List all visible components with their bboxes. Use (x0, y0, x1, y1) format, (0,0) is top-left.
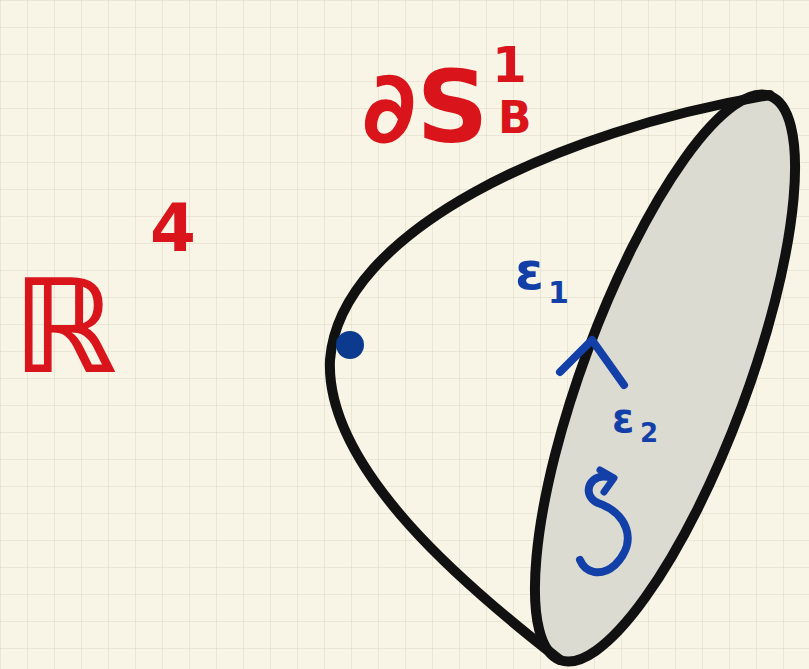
vector-symbol: ε (612, 398, 634, 438)
superscript: 1 (492, 40, 527, 90)
subscript: 1 (548, 278, 569, 308)
rotation-arrowhead (600, 470, 614, 492)
space-symbol: ℝ (12, 262, 116, 392)
direction-arrow (560, 340, 624, 385)
boundary-disk (483, 67, 809, 669)
superscript: 4 (150, 196, 196, 262)
boundary-symbol: ∂S (362, 58, 488, 158)
cap-surface (330, 95, 770, 660)
subscript: B (498, 96, 532, 140)
subscript: 2 (640, 420, 658, 446)
point-marker (336, 331, 364, 359)
vector-symbol: ε (515, 245, 544, 297)
